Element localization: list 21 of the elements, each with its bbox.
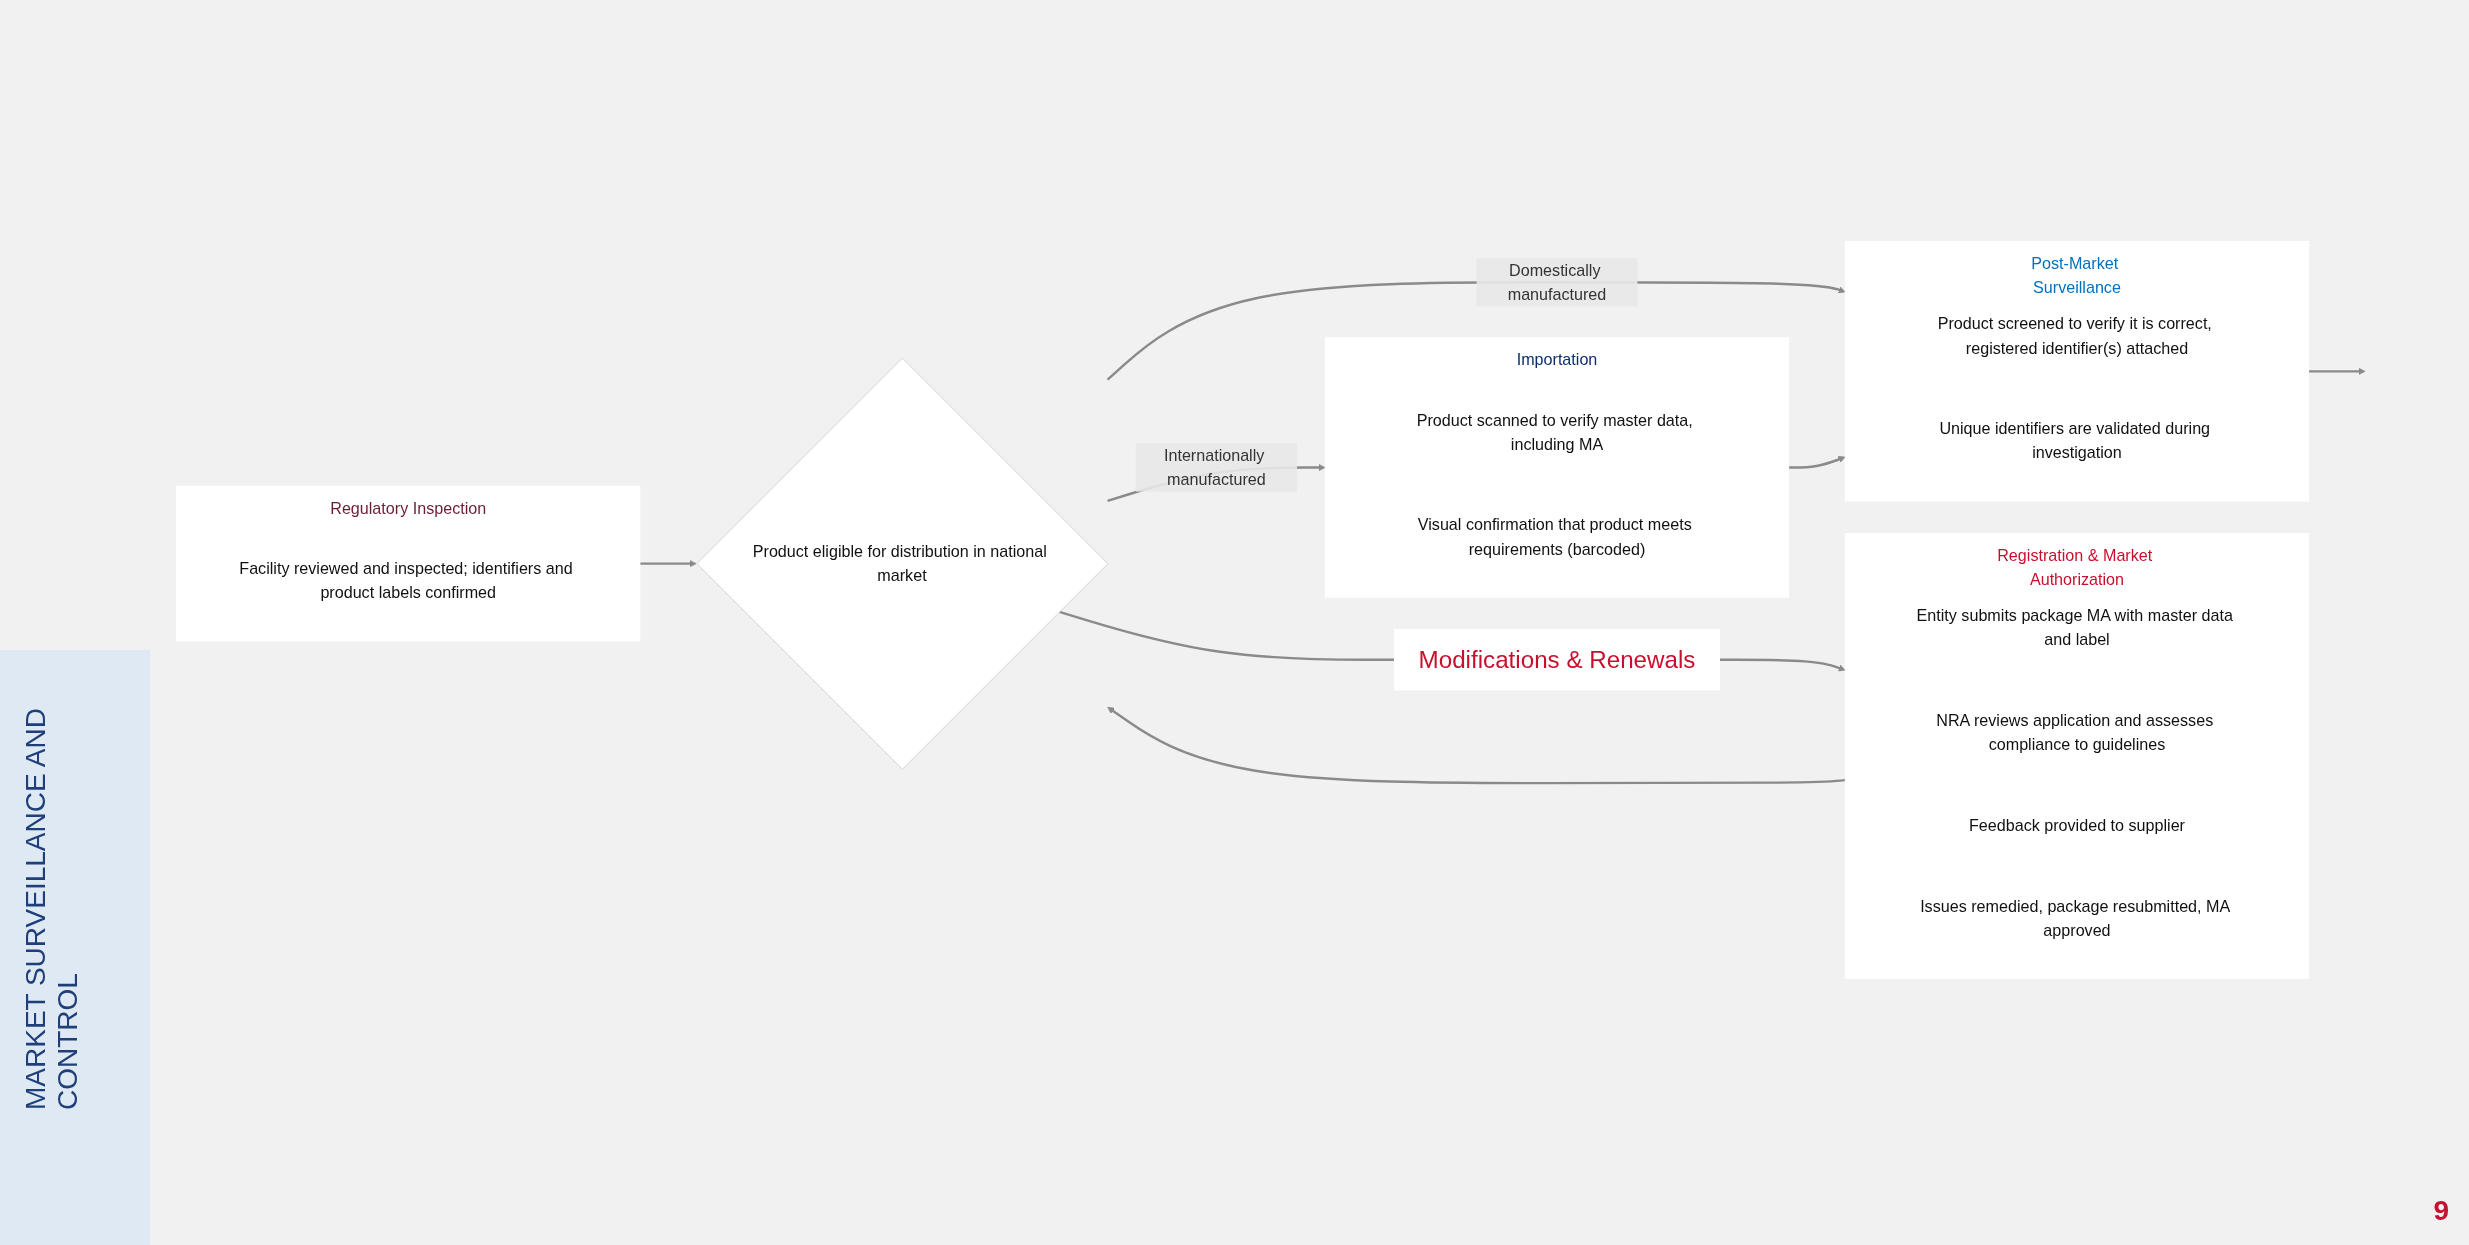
arrow — [1719, 658, 1846, 672]
node-text: Feedback provided to supplier — [1968, 816, 2185, 835]
arrow — [1788, 455, 1846, 469]
node-text: Facility reviewed and inspected; identifiers and product labels confirmed — [239, 559, 573, 602]
section-label: MARKET SURVEILLANCE AND CONTROL — [20, 707, 84, 1110]
node-diamond: Product eligible for distribution in national market — [696, 357, 1109, 770]
node-text: Visual confirmation that product meets requirements (barcoded) — [1417, 515, 1692, 558]
page-number: 9 — [2433, 1195, 2449, 1227]
node-text: Product screened to verify it is correct, registered identifier(s) attached — [1937, 314, 2212, 357]
arrow — [2308, 367, 2366, 375]
edge-label: Domestically manufactured — [1507, 261, 1607, 304]
node-box: Modifications & Renewals — [1393, 629, 1721, 691]
arrow — [640, 560, 697, 568]
connector — [1059, 610, 1395, 661]
edge-label: Internationally manufactured — [1163, 446, 1266, 489]
node-text: Issues remedied, package resubmitted, MA approved — [1920, 896, 2230, 939]
arrow — [1107, 706, 1846, 785]
node-text: Unique identifiers are validated during investigation — [1939, 419, 2211, 462]
node-text: Product scanned to verify master data, including MA — [1416, 411, 1693, 453]
node-text: NRA reviews application and assesses compliance to guidelines — [1936, 711, 2214, 754]
node-text: Entity submits package MA with master data and label — [1916, 606, 2233, 649]
